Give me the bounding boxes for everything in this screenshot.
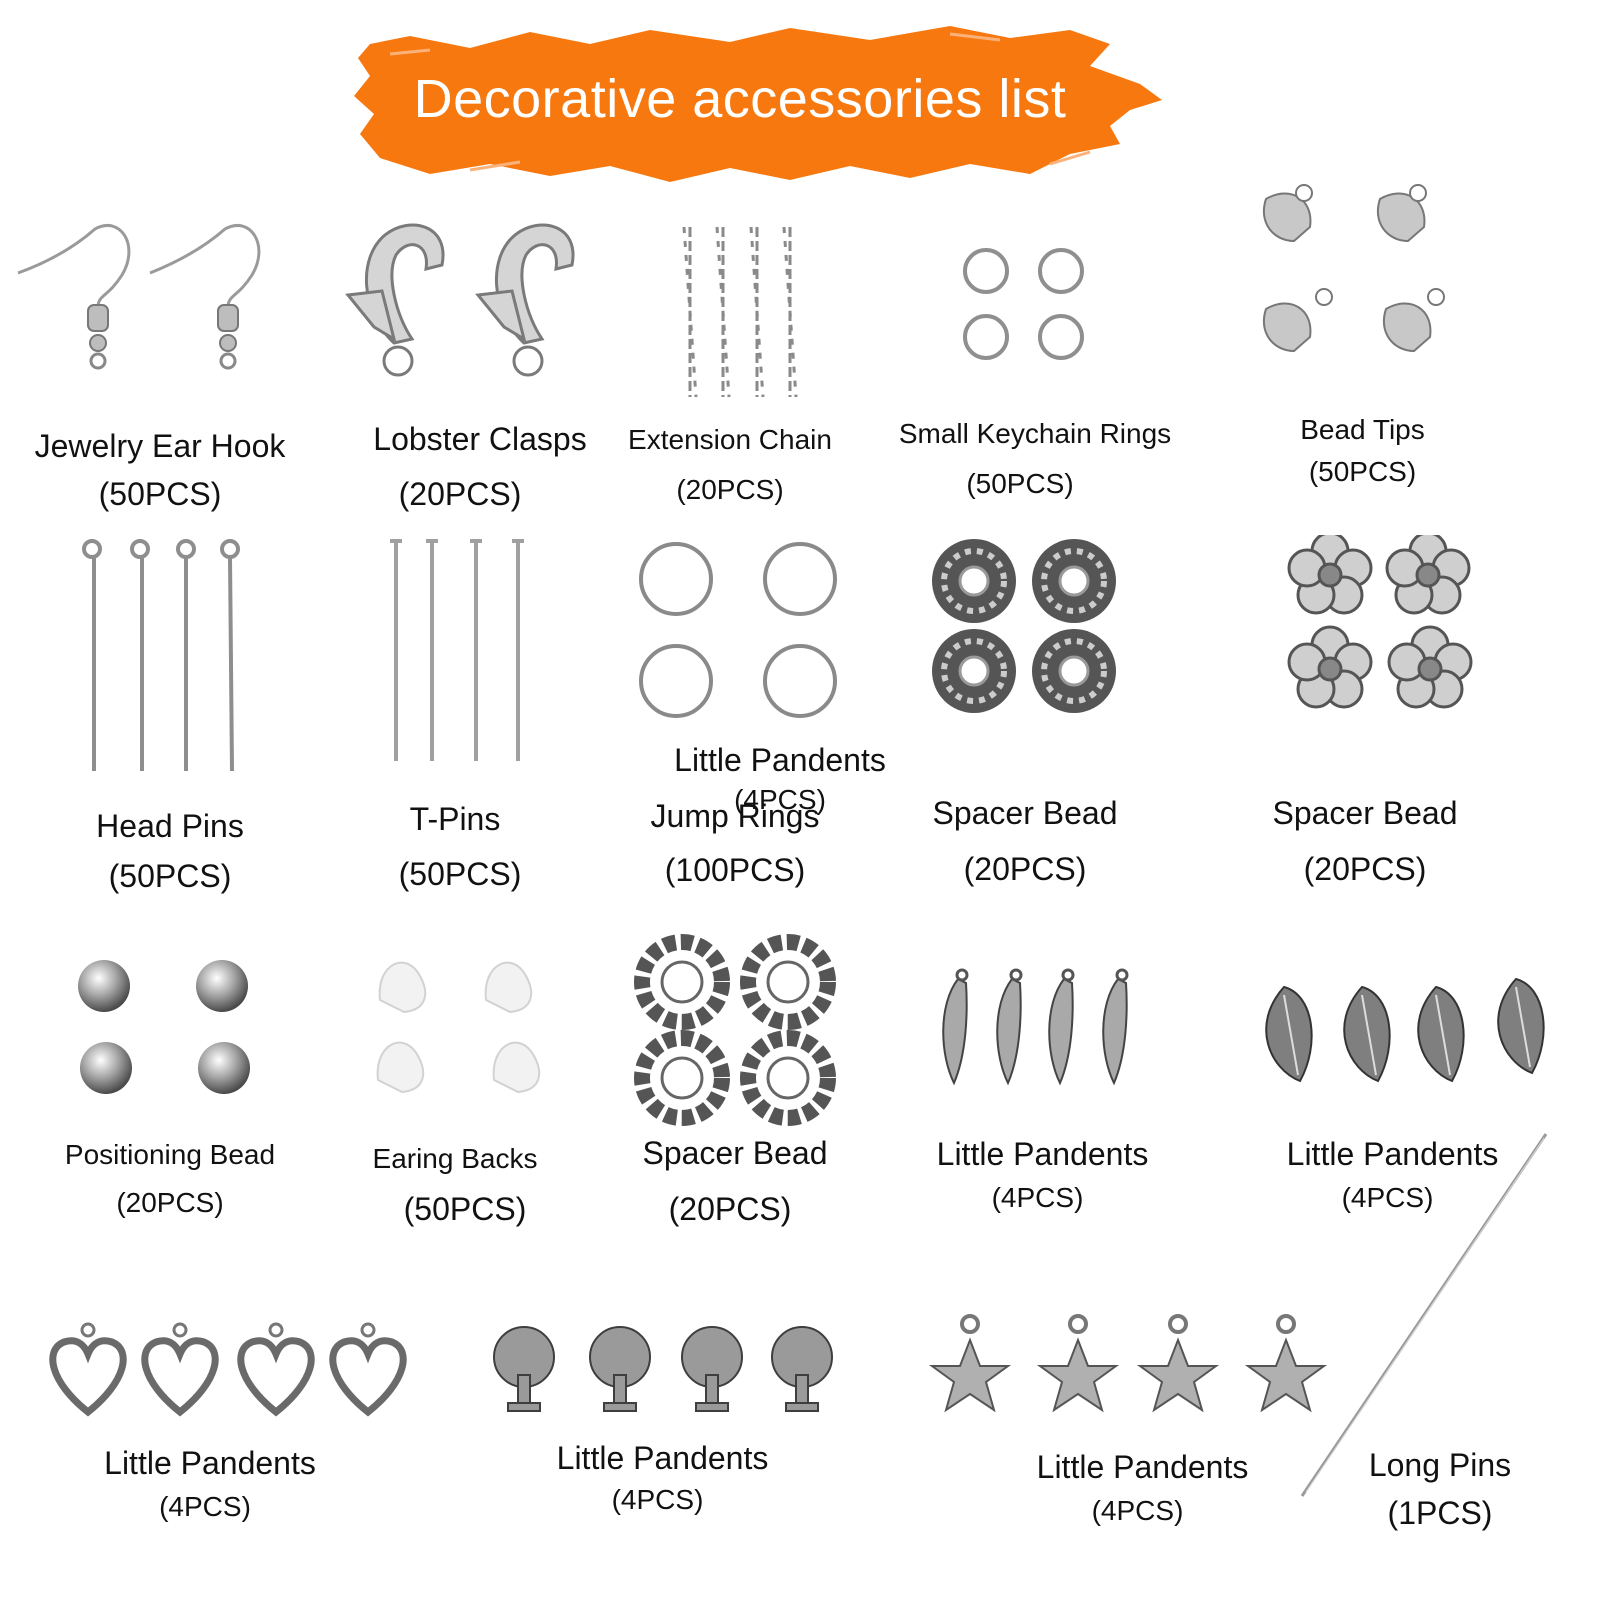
item-quantity: (20PCS): [676, 474, 784, 505]
item-label: Little Pandents: [556, 1440, 769, 1476]
item-star-pendants: Little Pandents (4PCS): [920, 1310, 1340, 1540]
item-quantity: (50PCS): [98, 476, 222, 512]
item-spacer-bead-disc: Spacer Bead (20PCS): [900, 535, 1160, 895]
small-ring-icon: [963, 248, 1084, 360]
item-t-pins: T-Pins (50PCS): [330, 535, 590, 895]
item-label: Head Pins: [96, 808, 244, 844]
item-label: Positioning Bead: [64, 1139, 276, 1170]
item-spacer-bead-flower: Spacer Bead (20PCS): [1240, 535, 1520, 895]
item-lobster-clasps: Lobster Clasps (20PCS): [330, 215, 610, 515]
item-quantity: (100PCS): [664, 852, 806, 888]
item-quantity: (20PCS): [1303, 851, 1427, 887]
item-quantity: (50PCS): [403, 1191, 527, 1227]
overlap-label: Little Pandents: [674, 742, 886, 778]
page-title: Decorative accessories list: [413, 69, 1067, 129]
item-label: Earing Backs: [372, 1143, 538, 1174]
item-label: Spacer Bead: [1272, 795, 1458, 831]
long-pin-icon: [1300, 1133, 1548, 1497]
item-label: Extension Chain: [628, 424, 832, 455]
ball-bead-icon: [78, 960, 250, 1094]
item-label: T-Pins: [409, 801, 501, 837]
orange-brush-stroke: [354, 26, 1162, 182]
jump-ring-icon: [639, 542, 837, 718]
item-label: Little Pandents: [936, 1136, 1149, 1172]
heart-pendant-icon: [49, 1322, 407, 1417]
item-heart-pendants: Little Pandents (4PCS): [40, 1320, 430, 1540]
daisy-spacer-icon: [634, 934, 836, 1126]
item-small-keychain-rings: Small Keychain Rings (50PCS): [870, 215, 1200, 515]
item-quantity: (50PCS): [108, 858, 232, 894]
item-positioning-bead: Positioning Bead (20PCS): [30, 940, 320, 1240]
overlap-quantity: (4PCS): [734, 784, 826, 815]
item-wing-pendants: Little Pandents (4PCS): [910, 965, 1190, 1245]
item-extension-chain: Extension Chain (20PCS): [610, 215, 860, 515]
item-label: Long Pins: [1368, 1447, 1512, 1483]
item-quantity: (1PCS): [1387, 1495, 1493, 1531]
item-bead-tips: Bead Tips (50PCS): [1230, 175, 1500, 495]
wing-pendant-icon: [942, 968, 1129, 1086]
earring-back-icon: [376, 961, 541, 1094]
item-quantity: (4PCS): [159, 1491, 251, 1522]
item-leaf-pendants: Little Pandents (4PCS): [1240, 965, 1550, 1245]
item-label: Jump Rings: [650, 798, 820, 834]
item-long-pins: Long Pins (1PCS): [1290, 1130, 1560, 1550]
item-jump-rings: Little Pandents (4PCS) Jump Rings (100PC…: [610, 535, 890, 895]
item-quantity: (20PCS): [963, 851, 1087, 887]
item-tree-pendants: Little Pandents (4PCS): [480, 1315, 850, 1535]
title-banner: Decorative accessories list: [350, 14, 1170, 184]
item-label: Little Pandents: [104, 1445, 316, 1481]
star-pendant-icon: [928, 1314, 1328, 1413]
head-pin-icon: [82, 539, 240, 772]
tree-pendant-icon: [493, 1326, 833, 1412]
item-quantity: (50PCS): [398, 856, 522, 892]
item-quantity: (4PCS): [991, 1182, 1084, 1213]
item-label: Spacer Bead: [642, 1135, 828, 1171]
item-quantity: (20PCS): [116, 1187, 224, 1218]
item-label: Little Pandents: [1036, 1449, 1249, 1485]
item-label: Bead Tips: [1300, 414, 1425, 445]
item-label: Spacer Bead: [932, 795, 1118, 831]
flower-spacer-icon: [1287, 535, 1473, 709]
item-quantity: (50PCS): [966, 468, 1074, 499]
item-label: Small Keychain Rings: [898, 418, 1172, 449]
leaf-pendant-icon: [1265, 977, 1545, 1083]
item-quantity: (4PCS): [1341, 1182, 1434, 1213]
item-quantity: (20PCS): [398, 476, 522, 512]
item-quantity: (4PCS): [1091, 1495, 1184, 1526]
item-quantity: (20PCS): [668, 1191, 792, 1227]
chain-icon: [682, 226, 798, 398]
item-spacer-bead-daisy: Spacer Bead (20PCS): [610, 930, 870, 1240]
item-quantity: (4PCS): [611, 1484, 704, 1515]
item-earing-backs: Earing Backs (50PCS): [340, 940, 590, 1240]
lobster-clasp-icon: [345, 223, 575, 377]
bead-tip-icon: [1263, 184, 1445, 353]
item-ear-hook: Jewelry Ear Hook (50PCS): [0, 215, 310, 515]
disc-spacer-icon: [932, 539, 1116, 713]
t-pin-icon: [390, 539, 524, 761]
item-quantity: (50PCS): [1308, 456, 1417, 487]
item-head-pins: Head Pins (50PCS): [20, 535, 320, 895]
item-label: Jewelry Ear Hook: [34, 428, 286, 464]
ear-hook-icon: [17, 224, 261, 370]
item-label: Lobster Clasps: [373, 421, 587, 457]
item-label: Little Pandents: [1286, 1136, 1499, 1172]
